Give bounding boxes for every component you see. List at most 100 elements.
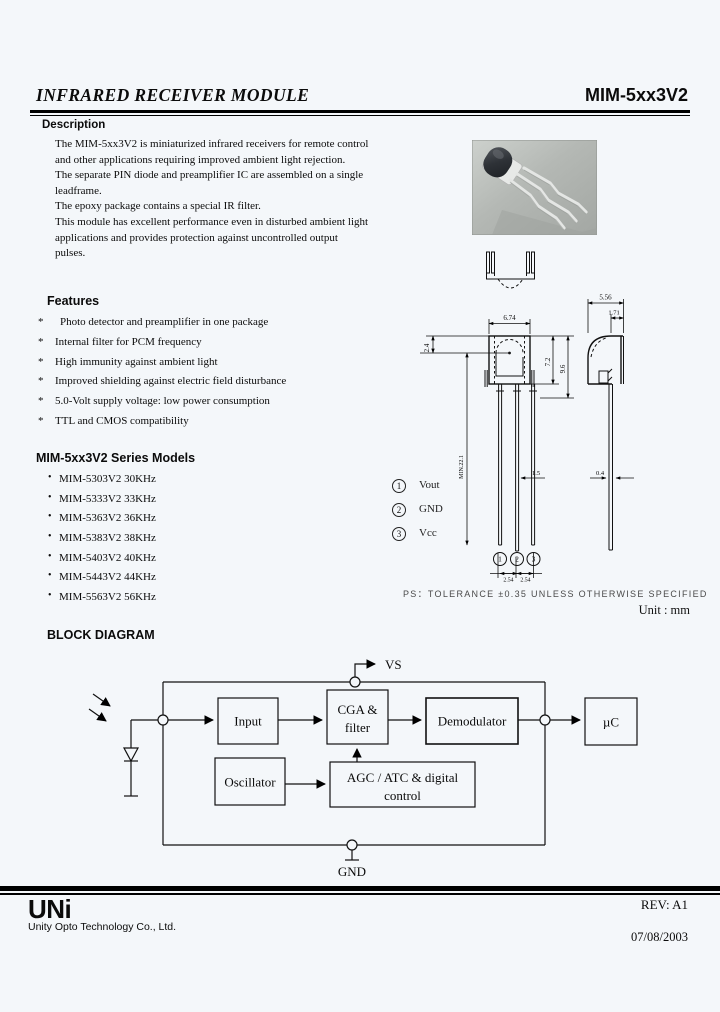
feature-text: Internal filter for PCM frequency (55, 336, 202, 348)
description-paragraph: This module has excellent performance ev… (55, 215, 369, 260)
feature-text: 5.0-Volt supply voltage: low power consu… (55, 395, 270, 407)
demodulator-block (425, 697, 519, 745)
front-dimensions (420, 319, 574, 578)
feature-text: High immunity against ambient light (55, 356, 218, 368)
dim-lead-length: MIN.22.1 (459, 455, 465, 479)
asterisk-bullet-icon: * (38, 336, 44, 348)
pin-legend-row: 3 Vcc (392, 527, 512, 547)
block-diagram-labels: VS Input CGA & filter Demodulator µC Osc… (224, 657, 619, 879)
package-dimension-drawing: 6.74 2.4 MIN.22.1 7.2 9.6 1.5 2.54 2.54 … (420, 251, 634, 584)
pin-number-icon: 1 (392, 479, 406, 493)
dot-bullet-icon: • (48, 531, 52, 542)
model-text: MIM-5383V2 38KHz (59, 532, 156, 544)
description-text: The MIM-5xx3V2 is miniaturized infrared … (55, 137, 369, 262)
dot-bullet-icon: • (48, 570, 52, 581)
pin-label: GND (419, 503, 443, 515)
cga-label: filter (345, 720, 371, 735)
micro-label: µC (603, 715, 619, 730)
list-item: * Photo detector and preamplifier in one… (0, 316, 430, 332)
asterisk-bullet-icon: * (38, 375, 44, 387)
list-item: * Improved shielding against electric fi… (0, 375, 430, 391)
pin-circle-number: 2 (515, 555, 519, 564)
list-item: • MIM-5333V2 33KHz (0, 492, 300, 509)
cga-filter-block (326, 689, 389, 745)
dot-bullet-icon: • (48, 472, 52, 483)
model-text: MIM-5443V2 44KHz (59, 571, 156, 583)
list-item: • MIM-5443V2 44KHz (0, 570, 300, 587)
side-dimensions (587, 299, 634, 480)
gnd-label: GND (338, 864, 366, 879)
pin-number-icon: 2 (392, 503, 406, 517)
page-title: INFRARED RECEIVER MODULE (36, 85, 310, 105)
dim-total-height: 9.6 (559, 364, 567, 373)
package-side-view (587, 335, 624, 551)
model-text: MIM-5403V2 40KHz (59, 552, 156, 564)
pin-label: Vout (419, 479, 440, 491)
asterisk-bullet-icon: * (38, 415, 44, 427)
dim-window-offset: 1.71 (608, 310, 619, 317)
model-text: MIM-5303V2 30KHz (59, 473, 156, 485)
input-block (217, 697, 279, 745)
dot-bullet-icon: • (48, 551, 52, 562)
company-name: Unity Opto Technology Co., Ltd. (28, 921, 177, 933)
part-number: MIM-5xx3V2 (584, 85, 688, 105)
description-paragraph: The MIM-5xx3V2 is miniaturized infrared … (55, 138, 369, 166)
asterisk-bullet-icon: * (38, 395, 44, 407)
model-text: MIM-5563V2 56KHz (59, 591, 156, 603)
package-front-view (484, 335, 537, 552)
date-label: 07/08/2003 (631, 930, 688, 944)
revision-label: REV: A1 (640, 897, 688, 912)
agc-label: AGC / ATC & digital (347, 770, 459, 785)
dim-lead-width: 1.5 (532, 470, 540, 477)
dim-pin-pitch: 2.54 (503, 578, 513, 584)
header-rule-thick (30, 110, 690, 113)
feature-text: Photo detector and preamplifier in one p… (60, 316, 269, 328)
ir-light-arrows (88, 693, 111, 722)
pin-label: Vcc (419, 527, 437, 539)
description-paragraph: The separate PIN diode and preamplifier … (55, 169, 364, 197)
package-top-view (486, 251, 535, 289)
description-paragraph: The epoxy package contains a special IR … (55, 200, 261, 213)
list-item: * High immunity against ambient light (0, 356, 430, 372)
footer-rule-thin (0, 893, 720, 895)
models-heading: MIM-5xx3V2 Series Models (36, 451, 196, 465)
dim-side-width: 5.56 (599, 294, 612, 302)
pin-number-circles (493, 552, 541, 566)
list-item: * 5.0-Volt supply voltage: low power con… (0, 395, 430, 411)
footer-rule-thick (0, 886, 720, 891)
model-text: MIM-5333V2 33KHz (59, 493, 156, 505)
list-item: • MIM-5403V2 40KHz (0, 551, 300, 568)
agc-label: control (384, 788, 421, 803)
pin-legend-row: 1 Vout (392, 479, 512, 499)
dot-bullet-icon: • (48, 590, 52, 601)
dim-lead-thickness: 0.4 (596, 470, 605, 477)
dim-pin-pitch: 2.54 (520, 578, 530, 584)
company-logo: UNi (28, 894, 72, 924)
list-item: • MIM-5563V2 56KHz (0, 590, 300, 607)
dimension-labels: 6.74 2.4 MIN.22.1 7.2 9.6 1.5 2.54 2.54 … (423, 294, 620, 584)
ir-module-body (482, 147, 523, 185)
pin-circle-number: 1 (498, 555, 502, 564)
pin-circle-number: 3 (532, 555, 536, 564)
oscillator-block (214, 757, 286, 806)
features-heading: Features (47, 294, 100, 308)
product-photo (472, 140, 597, 235)
dim-front-width: 6.74 (503, 314, 516, 322)
block-diagram-heading: BLOCK DIAGRAM (47, 628, 155, 642)
unit-note: Unit : mm (638, 603, 690, 617)
micro-block (584, 697, 638, 746)
input-label: Input (234, 714, 262, 729)
tolerance-note: PS：TOLERANCE ±0.35 UNLESS OTHERWISE SPEC… (403, 589, 708, 599)
demodulator-label: Demodulator (438, 714, 507, 729)
asterisk-bullet-icon: * (38, 356, 44, 368)
agc-block (329, 761, 476, 808)
pin-number-icon: 3 (392, 527, 406, 541)
asterisk-bullet-icon: * (38, 316, 44, 328)
list-item: • MIM-5383V2 38KHz (0, 531, 300, 548)
header-rule-thin (30, 115, 690, 117)
dot-bullet-icon: • (48, 492, 52, 503)
block-diagram: VS Input CGA & filter Demodulator µC Osc… (88, 657, 638, 879)
list-item: • MIM-5303V2 30KHz (0, 472, 300, 489)
list-item: • MIM-5363V2 36KHz (0, 511, 300, 528)
feature-text: TTL and CMOS compatibility (55, 415, 189, 427)
